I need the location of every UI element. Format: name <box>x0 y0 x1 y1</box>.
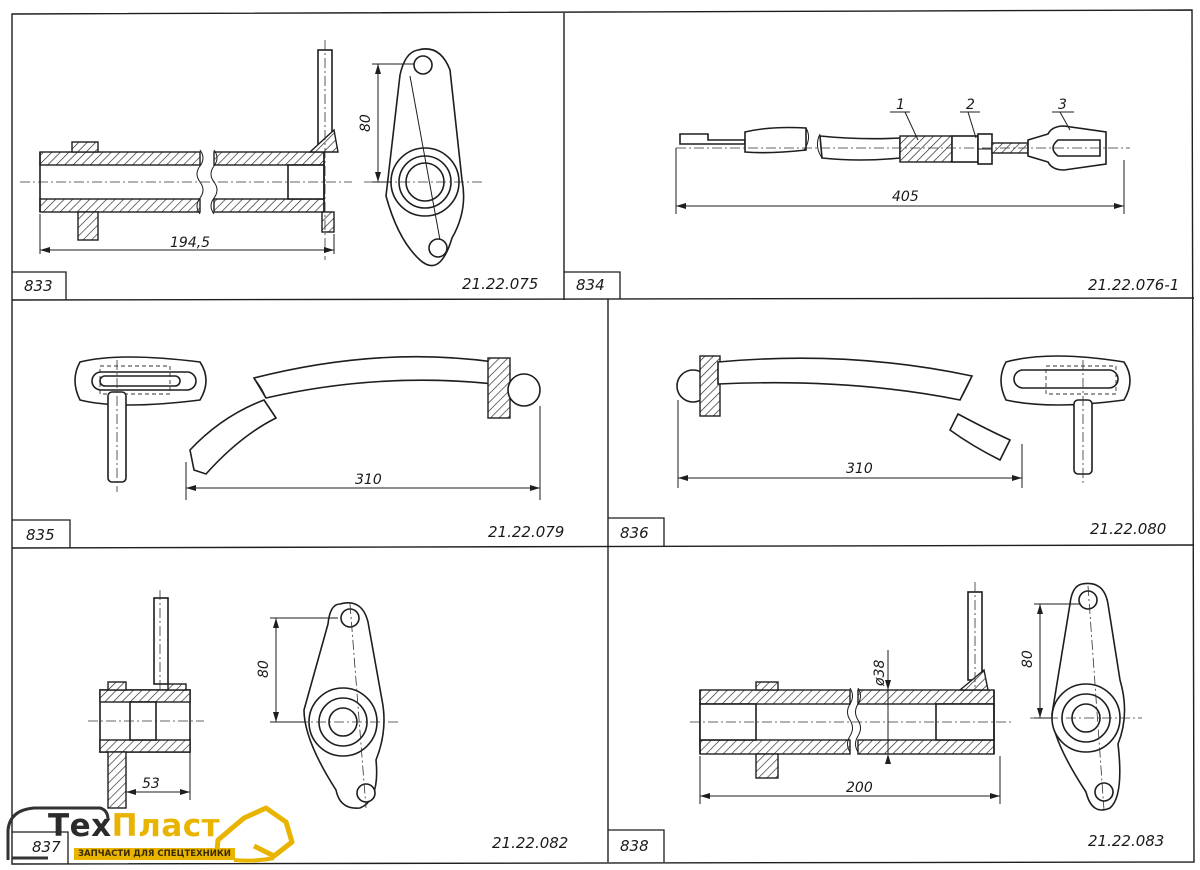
drawing-835: 310 835 21.22.079 <box>26 355 564 544</box>
dim-838-diameter: ø38 <box>872 660 888 687</box>
dim-838-length: 200 <box>846 780 873 796</box>
cell-number-834: 834 <box>576 276 605 294</box>
cell-number-835: 835 <box>26 526 55 544</box>
cell-number-833: 833 <box>24 277 53 295</box>
watermark-tagline: ЗАПЧАСТИ ДЛЯ СПЕЦТЕХНИКИ <box>74 848 235 860</box>
drawing-838: ø38 200 80 838 21.22.083 <box>620 582 1164 855</box>
watermark-brand-right: Пласт <box>111 808 221 844</box>
drawing-834: 1 2 3 405 834 21.22.076-1 <box>576 97 1179 294</box>
watermark-brand: ТехПласт <box>48 808 220 844</box>
callout-3: 3 <box>1058 97 1067 113</box>
dim-837-height: 80 <box>256 660 272 678</box>
watermark-brand-left: Тех <box>48 808 112 844</box>
dim-833-height: 80 <box>358 114 374 132</box>
dim-837-width: 53 <box>142 776 160 792</box>
dim-836-length: 310 <box>846 461 873 477</box>
cell-number-837: 837 <box>32 838 61 856</box>
part-code-837: 21.22.082 <box>492 834 568 852</box>
dim-833-length: 194,5 <box>170 235 210 251</box>
dim-835-length: 310 <box>355 472 382 488</box>
drawing-837: 53 80 837 21.22.082 <box>32 590 568 856</box>
drawing-833: 194,5 80 833 21.22.075 <box>20 40 538 295</box>
grid-frame <box>11 9 1195 865</box>
part-code-835: 21.22.079 <box>488 523 564 541</box>
watermark-logo: ТехПласт ЗАПЧАСТИ ДЛЯ СПЕЦТЕХНИКИ <box>4 800 304 866</box>
part-code-838: 21.22.083 <box>1088 832 1164 850</box>
cell-number-838: 838 <box>620 837 649 855</box>
cell-number-836: 836 <box>620 524 649 542</box>
dim-838-height: 80 <box>1020 650 1036 668</box>
drawing-836: 310 836 21.22.080 <box>620 355 1166 542</box>
callout-2: 2 <box>966 97 975 113</box>
callout-1: 1 <box>896 97 905 113</box>
dim-834-length: 405 <box>892 189 919 205</box>
part-code-833: 21.22.075 <box>462 275 538 293</box>
excavator-icon <box>6 805 295 863</box>
part-code-834: 21.22.076-1 <box>1088 276 1179 294</box>
part-code-836: 21.22.080 <box>1090 520 1166 538</box>
